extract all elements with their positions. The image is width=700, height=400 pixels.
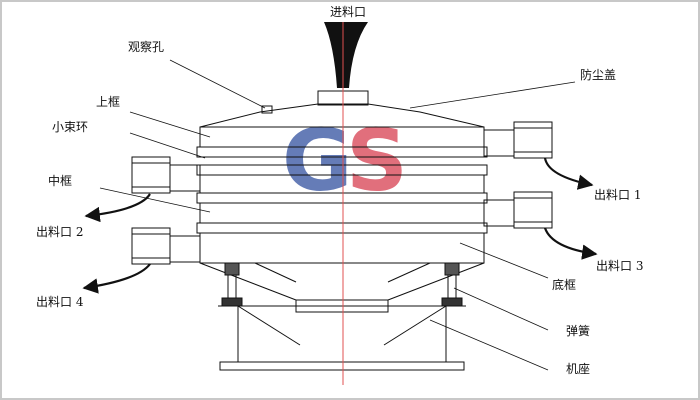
label-observation-hole: 观察孔 [128, 40, 164, 54]
feed-inlet-funnel [324, 22, 368, 88]
outlet-4-arrow [82, 263, 151, 294]
bottom-frame [199, 232, 485, 313]
outlet-2-spout [131, 156, 201, 194]
outlet-1-spout [483, 121, 553, 159]
leader-lines [99, 59, 576, 371]
label-upper-frame: 上框 [96, 95, 120, 109]
logo-letter-g: G [282, 111, 353, 211]
discharge-arrows [82, 157, 598, 294]
label-spring: 弹簧 [566, 323, 590, 338]
label-middle-frame: 中框 [48, 173, 72, 188]
machine-base [218, 305, 466, 371]
label-inlet: 进料口 [330, 5, 366, 19]
label-outlet-3: 出料口 3 [596, 259, 643, 273]
outlet-3-arrow [543, 227, 598, 260]
label-dust-cover: 防尘盖 [580, 67, 616, 82]
label-outlet-1: 出料口 1 [594, 188, 641, 202]
outlet-2-arrow [84, 193, 151, 223]
label-outlet-4: 出料口 4 [36, 295, 84, 309]
gs-logo-watermark: G S [282, 111, 408, 211]
label-clamp-ring: 小束环 [52, 120, 88, 134]
spring-right [441, 262, 463, 307]
outlet-4-spout [131, 227, 201, 265]
label-bottom-frame: 底框 [552, 277, 576, 292]
label-outlet-2: 出料口 2 [36, 225, 83, 239]
spring-left [221, 262, 243, 307]
outlet-3-spout [483, 191, 553, 229]
label-base: 机座 [566, 361, 590, 376]
outlet-1-arrow [543, 157, 594, 190]
logo-letter-s: S [346, 111, 408, 211]
